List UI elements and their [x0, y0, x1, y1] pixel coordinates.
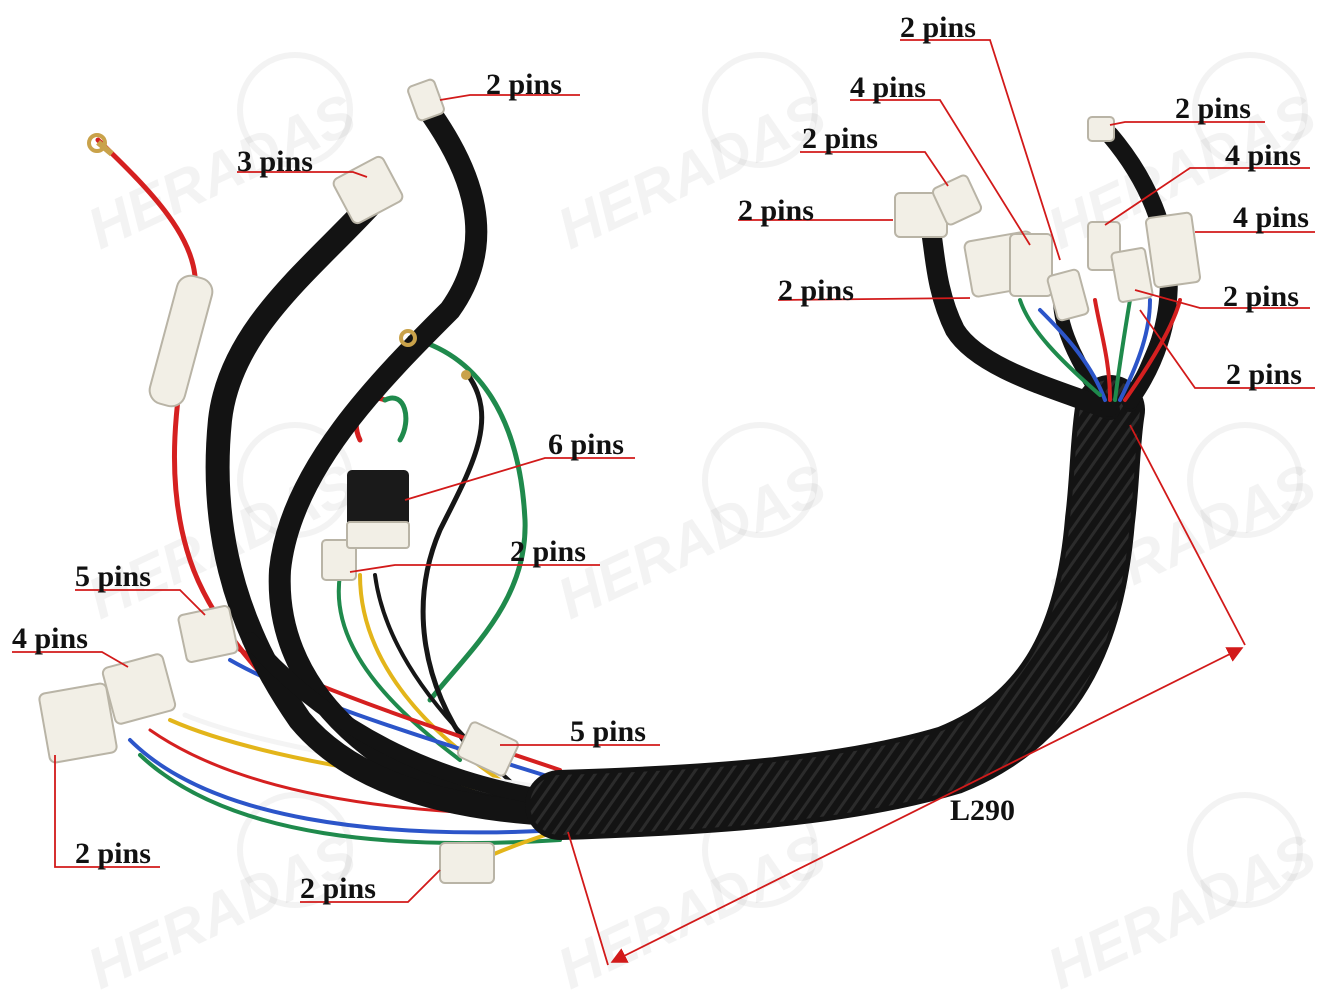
connector-5pin — [457, 721, 519, 777]
connector-3pin — [332, 155, 404, 225]
callout-label-4-pins: 4 pins — [12, 622, 88, 655]
ring-terminal-icon — [399, 329, 417, 347]
callout-label-2-pins: 2 pins — [778, 274, 854, 307]
connector-5pin — [177, 605, 239, 663]
green-wire — [407, 335, 528, 703]
connector-2pin — [407, 78, 445, 122]
left-sheath-branches — [205, 104, 582, 827]
callout-label-2-pins: 2 pins — [1226, 358, 1302, 391]
relay-6pin — [347, 470, 409, 530]
connector-2pin — [1046, 268, 1090, 322]
dimension-lines — [567, 424, 1246, 966]
seal-icon — [702, 422, 818, 538]
connector-2pin — [439, 842, 495, 884]
callout-label-2-pins: 2 pins — [300, 872, 376, 905]
ring-terminals — [87, 133, 471, 380]
callout-label-2-pins: 2 pins — [510, 535, 586, 568]
dimension-label: L290 — [950, 794, 1016, 827]
seal-icon — [1187, 422, 1303, 538]
seal-icon — [702, 52, 818, 168]
watermark-texts: HERADAS HERADAS HERADAS HERADAS HERADAS … — [78, 82, 1326, 1000]
connector-4pin — [1144, 211, 1202, 289]
callout-label-2-pins: 2 pins — [75, 837, 151, 870]
connector-4pin — [101, 653, 177, 725]
watermark-text: HERADAS — [1038, 822, 1326, 1000]
seal-icon — [237, 52, 353, 168]
connector-2pin — [38, 682, 118, 764]
seal-icon — [1192, 52, 1308, 168]
black-wire — [420, 372, 485, 753]
spade-terminal-icon — [461, 370, 471, 380]
ring-terminal-icon — [87, 133, 107, 153]
callout-label-4-pins: 4 pins — [1225, 139, 1301, 172]
callout-label-4-pins: 4 pins — [850, 71, 926, 104]
watermark-text: HERADAS — [548, 82, 836, 262]
watermark-text: HERADAS — [548, 452, 836, 632]
callout-label-2-pins: 2 pins — [738, 194, 814, 227]
connector-2pin — [931, 174, 983, 226]
callout-label-2-pins: 2 pins — [486, 68, 562, 101]
callout-label-2-pins: 2 pins — [1175, 92, 1251, 125]
connector-2pin — [1110, 247, 1154, 303]
connectors — [38, 78, 1202, 884]
callout-lines — [12, 39, 1315, 903]
connector-2pin — [321, 539, 357, 581]
seal-icon — [237, 792, 353, 908]
callout-label-5-pins: 5 pins — [75, 560, 151, 593]
callout-label-6-pins: 6 pins — [548, 428, 624, 461]
connector-2pin — [1087, 116, 1115, 142]
callout-label-4-pins: 4 pins — [1233, 201, 1309, 234]
callout-label-2-pins: 2 pins — [802, 122, 878, 155]
callout-label-5-pins: 5 pins — [570, 715, 646, 748]
connector-4pin — [1009, 233, 1053, 297]
callout-label-3-pins: 3 pins — [237, 145, 313, 178]
callout-label-2-pins: 2 pins — [1223, 280, 1299, 313]
dimension-arrow — [610, 647, 1244, 963]
callout-label-2-pins: 2 pins — [900, 11, 976, 44]
blue-wire — [128, 738, 562, 835]
fuse-holder — [148, 274, 214, 408]
